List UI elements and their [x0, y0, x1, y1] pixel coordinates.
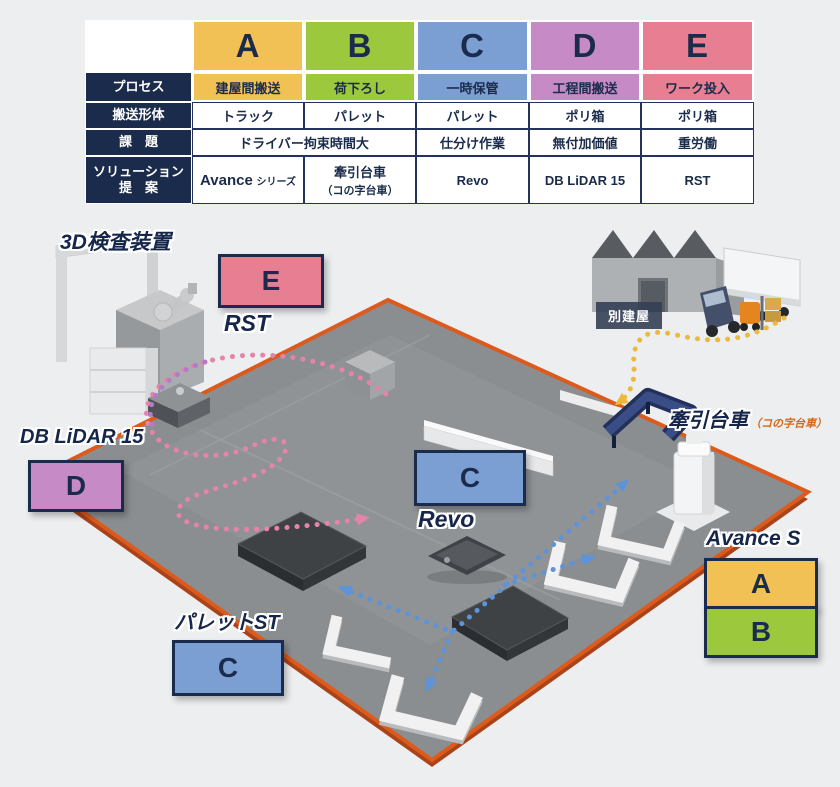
route-blue-main	[338, 479, 630, 635]
row-label-process: プロセス	[85, 72, 192, 102]
lidar-agv	[148, 383, 210, 428]
l-cart-left	[322, 614, 392, 673]
row-label-transport: 搬送形体	[85, 102, 192, 129]
letter-box-a: A	[704, 558, 818, 610]
col-d-letter: D	[529, 20, 641, 72]
solution-b-line1: 牽引台車	[333, 165, 386, 180]
cell-solution-e: RST	[641, 156, 754, 204]
avance-s-label: Avance S	[706, 527, 801, 550]
col-b-letter: B	[304, 20, 416, 72]
cell-process-b: 荷下ろし	[304, 72, 416, 102]
u-cart-bottom	[378, 674, 483, 745]
letter-row: A B C D E	[85, 20, 754, 72]
cell-issue-e: 重労働	[641, 129, 754, 156]
revo-label: Revo	[418, 506, 475, 532]
cell-process-d: 工程間搬送	[529, 72, 641, 102]
avance-machine	[656, 434, 730, 531]
cell-transport-b: パレット	[304, 102, 416, 129]
separate-building-badge: 別建屋	[596, 302, 663, 329]
process-row: プロセス 建屋間搬送 荷下ろし 一時保管 工程間搬送 ワーク投入	[85, 72, 754, 102]
table-corner-cell	[85, 20, 192, 72]
rst-label: RST	[224, 310, 270, 336]
towing-cart-label: 牽引台車	[668, 410, 748, 432]
pallet-st-label: パレットST	[174, 612, 280, 634]
cell-issue-ab: ドライバー拘束時間大	[192, 129, 416, 156]
solution-b-line2: （コの字台車）	[321, 185, 399, 197]
issue-row: 課 題 ドライバー拘束時間大 仕分け作業 無付加価値 重労働	[85, 129, 754, 156]
transport-row: 搬送形体 トラック パレット パレット ポリ箱 ポリ箱	[85, 102, 754, 129]
cell-issue-c: 仕分け作業	[416, 129, 529, 156]
forklift	[740, 296, 781, 331]
col-e-letter: E	[641, 20, 754, 72]
letter-box-e: E	[218, 254, 324, 308]
letter-box-c-bottom: C	[172, 640, 284, 696]
conveyor	[602, 388, 698, 448]
cell-process-a: 建屋間搬送	[192, 72, 304, 102]
cell-issue-d: 無付加価値	[529, 129, 641, 156]
route-pink	[144, 352, 389, 532]
col-c-letter: C	[416, 20, 529, 72]
cell-transport-c: パレット	[416, 102, 529, 129]
solution-row: ソリューション 提 案 Avance シリーズ 牽引台車 （コの字台車） Rev…	[85, 156, 754, 204]
cell-transport-e: ポリ箱	[641, 102, 754, 129]
towing-cart-label-group: 牽引台車 （コの字台車）	[668, 404, 827, 433]
col-a-letter: A	[192, 20, 304, 72]
solution-a-suffix: シリーズ	[256, 176, 296, 188]
cell-solution-d: DB LiDAR 15	[529, 156, 641, 204]
letter-box-b: B	[704, 606, 818, 658]
db-lidar-label: DB LiDAR 15	[20, 426, 144, 448]
cell-solution-a: Avance シリーズ	[192, 156, 304, 204]
row-label-issue: 課 題	[85, 129, 192, 156]
letter-box-c-middle: C	[414, 450, 526, 506]
inspection-machine-label: 3D検査装置	[60, 231, 171, 254]
cell-process-e: ワーク投入	[641, 72, 754, 102]
pallet-stack-center	[450, 585, 570, 661]
letter-box-d: D	[28, 460, 124, 512]
row-label-solution: ソリューション 提 案	[85, 156, 192, 204]
route-blue-down	[425, 629, 455, 692]
inspection-machine	[55, 231, 204, 415]
cell-process-c: 一時保管	[416, 72, 529, 102]
towing-cart-sublabel: （コの字台車）	[750, 418, 827, 430]
cell-transport-a: トラック	[192, 102, 304, 129]
solution-a-name: Avance	[200, 171, 253, 189]
cell-transport-d: ポリ箱	[529, 102, 641, 129]
cell-solution-b: 牽引台車 （コの字台車）	[304, 156, 416, 204]
cell-solution-c: Revo	[416, 156, 529, 204]
process-solution-table: A B C D E プロセス 建屋間搬送 荷下ろし 一時保管 工程間搬送 ワーク…	[85, 20, 754, 204]
